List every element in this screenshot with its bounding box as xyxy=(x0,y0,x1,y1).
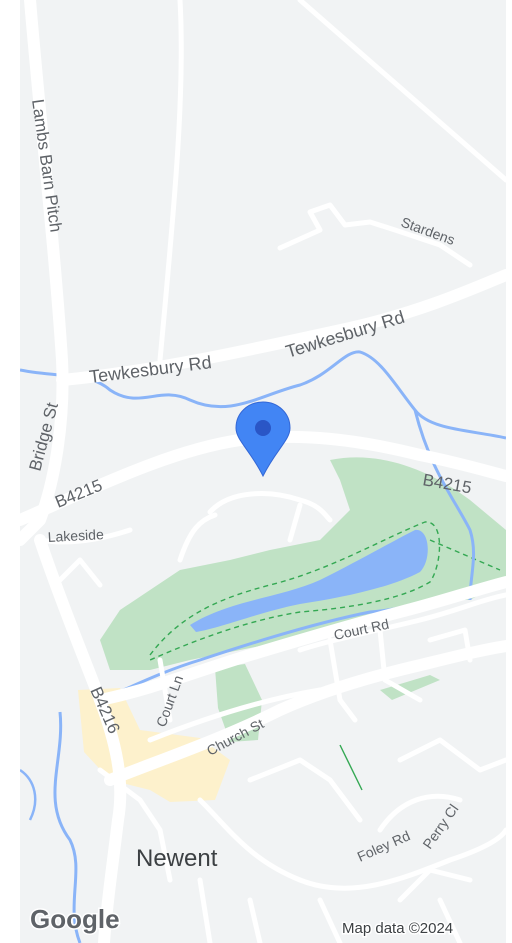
tewkesbury-rd-road xyxy=(56,269,506,386)
map-canvas[interactable]: Lambs Barn Pitch Stardens Tewkesbury Rd … xyxy=(20,0,506,943)
park-area xyxy=(100,457,506,670)
map-attribution: Map data ©2024 xyxy=(342,920,453,937)
river xyxy=(20,768,37,821)
location-pin-icon[interactable] xyxy=(235,401,291,478)
footpath xyxy=(429,539,501,571)
footpath xyxy=(149,521,441,661)
lambs-barn-pitch-road xyxy=(20,0,69,546)
church-st-road xyxy=(104,640,506,786)
court-rd-road xyxy=(94,576,506,706)
label-lakeside: Lakeside xyxy=(47,526,104,545)
river xyxy=(53,711,82,943)
b4216-road xyxy=(34,534,127,943)
major-roads xyxy=(20,0,506,943)
label-newent: Newent xyxy=(136,845,218,872)
google-logo[interactable]: Google xyxy=(29,903,122,936)
footpath xyxy=(339,744,363,791)
park-strip xyxy=(380,675,440,700)
lake xyxy=(190,529,428,632)
b4215-road xyxy=(20,430,506,526)
